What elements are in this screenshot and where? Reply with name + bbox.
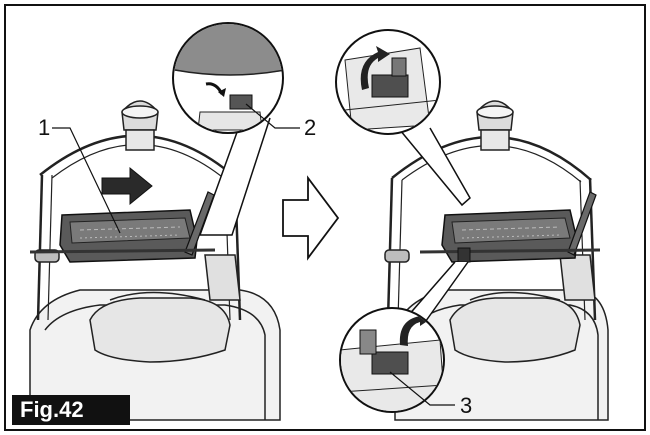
curved-arrow-icon [360, 46, 390, 90]
callout-2-leader [245, 103, 300, 129]
callout-2: 2 [304, 115, 317, 140]
callout-3: 3 [460, 393, 473, 418]
right-top-magnifier [335, 29, 471, 207]
callout-1-leader [52, 127, 121, 234]
right-arrow-icon [101, 166, 153, 206]
left-control-box [29, 191, 216, 263]
right-mower [384, 100, 609, 421]
callout-1: 1 [38, 115, 51, 140]
left-magnifier [172, 22, 284, 236]
right-control-box [419, 191, 601, 263]
hollow-right-arrow-icon [282, 175, 340, 261]
figure-label: Fig.42 [12, 395, 130, 425]
callout-3-leader [389, 371, 455, 406]
